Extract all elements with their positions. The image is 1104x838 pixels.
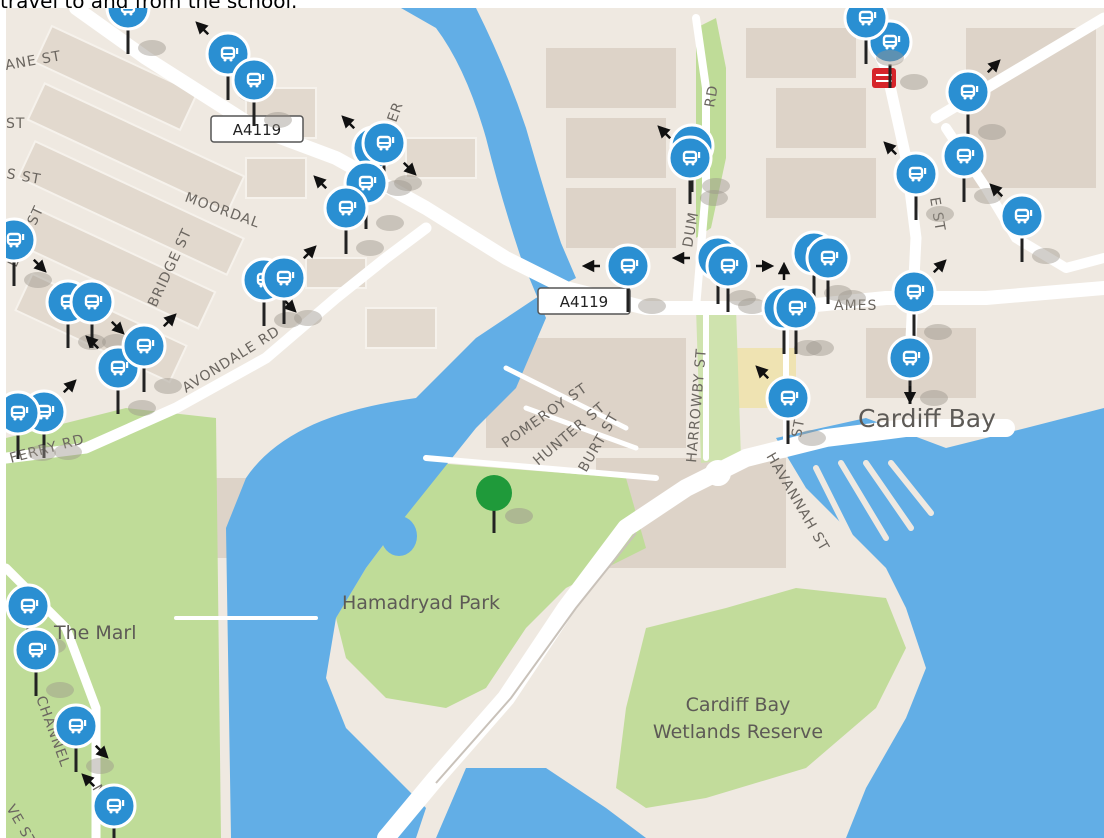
direction-arrow-icon [85, 335, 100, 350]
road-shield-a4119-west: A4119 [210, 115, 304, 143]
bus-stop-icon[interactable] [581, 243, 666, 314]
street-label: S ST [6, 166, 42, 188]
direction-arrow-icon [986, 59, 1001, 74]
bus-stop-icon[interactable] [105, 8, 166, 56]
direction-arrow-icon [883, 141, 898, 156]
area-labels: Hamadryad Park The Marl Cardiff Bay Wetl… [53, 404, 996, 743]
marina-piers [813, 460, 934, 551]
bridge-edge [435, 532, 637, 784]
direction-arrow-icon [162, 313, 177, 328]
direction-arrow-icon [755, 365, 770, 380]
school-location-marker[interactable] [476, 475, 533, 533]
direction-arrow-icon [62, 379, 77, 394]
area-label-cardiff-bay: Cardiff Bay [858, 404, 996, 433]
street-label: ER [385, 100, 407, 125]
bus-stop-icon[interactable] [843, 8, 904, 66]
direction-arrow-icon [110, 320, 125, 335]
direction-arrow-icon [195, 21, 210, 36]
direction-arrow-icon [989, 183, 1004, 198]
bus-stop-icon[interactable] [887, 335, 948, 406]
street-label: E ST [926, 196, 948, 233]
direction-arrow-icon [313, 175, 328, 190]
direction-arrow-icon [94, 744, 109, 759]
street-label: ST [6, 116, 25, 132]
bus-stop-icon[interactable] [891, 259, 952, 340]
direction-arrow-icon [302, 245, 317, 260]
roundabout [705, 460, 731, 486]
bus-stop-icon[interactable] [883, 141, 954, 222]
bus-stop-icon[interactable] [6, 583, 66, 654]
bus-stop-icon[interactable] [361, 120, 422, 191]
street-label: RD [702, 84, 722, 109]
street-label: AMES [834, 298, 877, 314]
bus-stop-icon[interactable] [313, 175, 384, 256]
area-label-hamadryad: Hamadryad Park [342, 592, 500, 614]
bus-stop-markers [6, 8, 1060, 838]
bus-stop-icon[interactable] [805, 235, 866, 306]
street-label: DUM [680, 210, 702, 248]
bus-stop-icon[interactable] [231, 57, 292, 128]
bus-stop-icon[interactable] [705, 243, 775, 314]
bus-stop-icon[interactable] [989, 183, 1060, 264]
bus-stop-icon[interactable] [657, 125, 728, 206]
street-label: ST [789, 417, 808, 439]
direction-arrow-icon [32, 258, 47, 273]
direction-arrow-icon [341, 115, 356, 130]
bus-stop-icon[interactable] [6, 390, 56, 461]
bus-stop-icon[interactable] [53, 703, 114, 774]
building-blocks-east [176, 28, 1096, 568]
bus-stop-icon[interactable] [945, 59, 1006, 140]
bus-stop-icon[interactable] [261, 245, 322, 326]
railway-station-icon [872, 68, 896, 88]
bus-stop-icon[interactable] [13, 627, 74, 698]
area-label-wetlands: Cardiff Bay [686, 694, 791, 716]
svg-text:A4119: A4119 [233, 121, 281, 139]
bus-stop-icon[interactable] [755, 365, 826, 446]
bus-stop-icon[interactable] [121, 313, 182, 394]
bus-stop-icon[interactable] [81, 773, 152, 838]
map-canvas: A4119 A4119 ANE ST ST S ST MOORDAL DALE … [6, 8, 1104, 838]
direction-arrow-icon [932, 259, 947, 274]
water-bodies [226, 8, 1104, 838]
svg-text:A4119: A4119 [560, 293, 608, 311]
park-wetlands [616, 588, 906, 808]
direction-arrow-icon [402, 161, 417, 176]
bus-stop-icon[interactable] [6, 217, 52, 288]
area-label-wetlands: Wetlands Reserve [653, 721, 823, 743]
bus-stop-icon[interactable] [773, 285, 834, 356]
area-label-marl: The Marl [53, 622, 137, 644]
bus-stop-icon[interactable] [941, 133, 1002, 204]
direction-arrow-icon [81, 773, 96, 788]
map-caption: travel to and from the school. [0, 0, 600, 8]
direction-arrow-icon [657, 125, 672, 140]
map-view[interactable]: A4119 A4119 ANE ST ST S ST MOORDAL DALE … [6, 8, 1104, 838]
road-shield-a4119-centre: A4119 [537, 287, 631, 315]
